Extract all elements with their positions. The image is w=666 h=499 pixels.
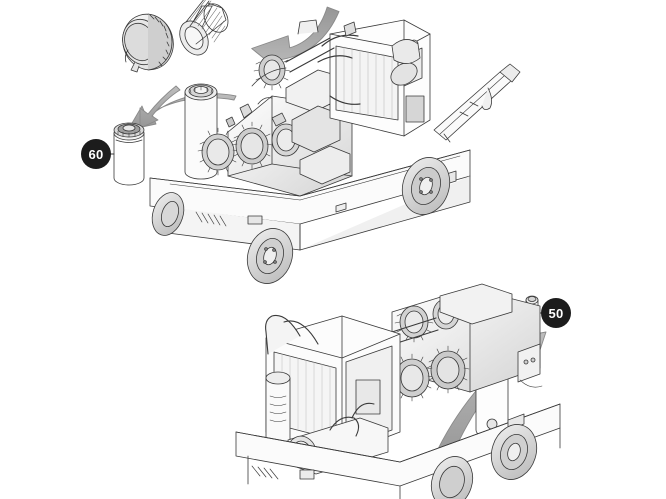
- road-wheel-lower: [490, 424, 538, 480]
- engine-block: [197, 54, 353, 197]
- callout-badge-50-label: 50: [548, 305, 564, 321]
- spin-on-oil-filter: [113, 122, 145, 186]
- radiator-cooler: [317, 19, 431, 137]
- road-wheel-left: [151, 192, 185, 236]
- tow-drawbar: [433, 63, 521, 143]
- engine-block-lower: [390, 283, 541, 402]
- callout-badge-50[interactable]: 50: [541, 298, 571, 328]
- oil-filter-install-arrow: [139, 85, 181, 129]
- callout-badge-60-label: 60: [88, 146, 104, 162]
- road-wheel-rear: [401, 157, 451, 215]
- air-filter-housing-cap: [122, 13, 174, 73]
- air-filter-element: [179, 0, 229, 56]
- road-wheel: [246, 228, 294, 284]
- intake-plumbing: [251, 19, 357, 87]
- road-wheel-lower-front: [430, 456, 474, 499]
- control-panel-lower: [517, 343, 543, 388]
- fuel-filter-removal-arrow: [429, 331, 547, 467]
- callout-badge-60[interactable]: 60: [81, 139, 111, 169]
